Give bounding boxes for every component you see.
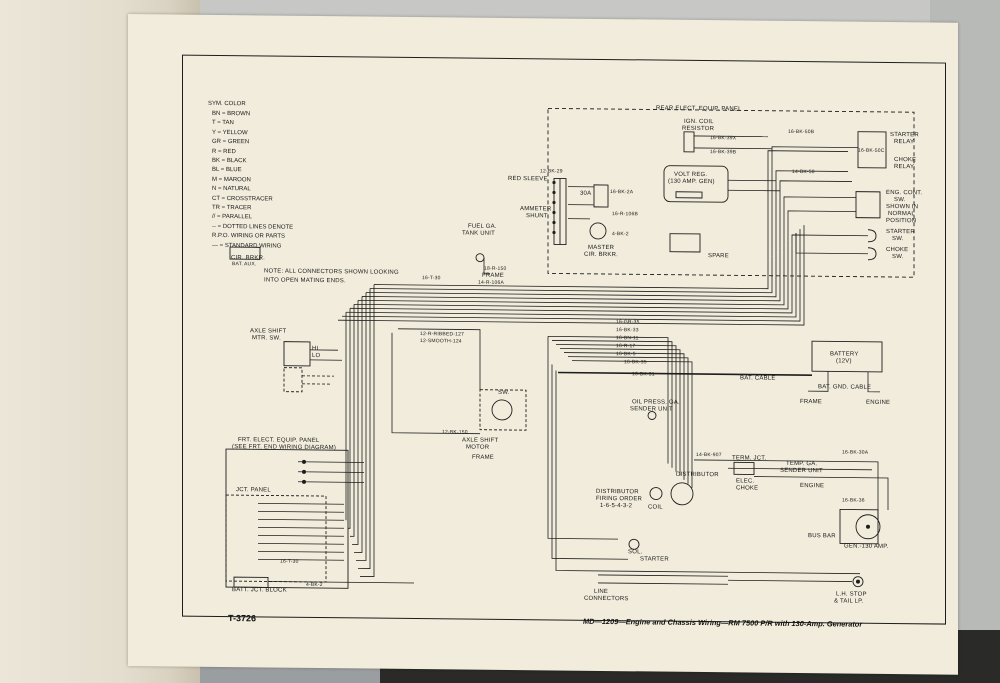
- page-code: T-3726: [228, 613, 257, 624]
- breaker-symbol-icon: [229, 246, 261, 260]
- wiring-diagram: [225, 107, 915, 589]
